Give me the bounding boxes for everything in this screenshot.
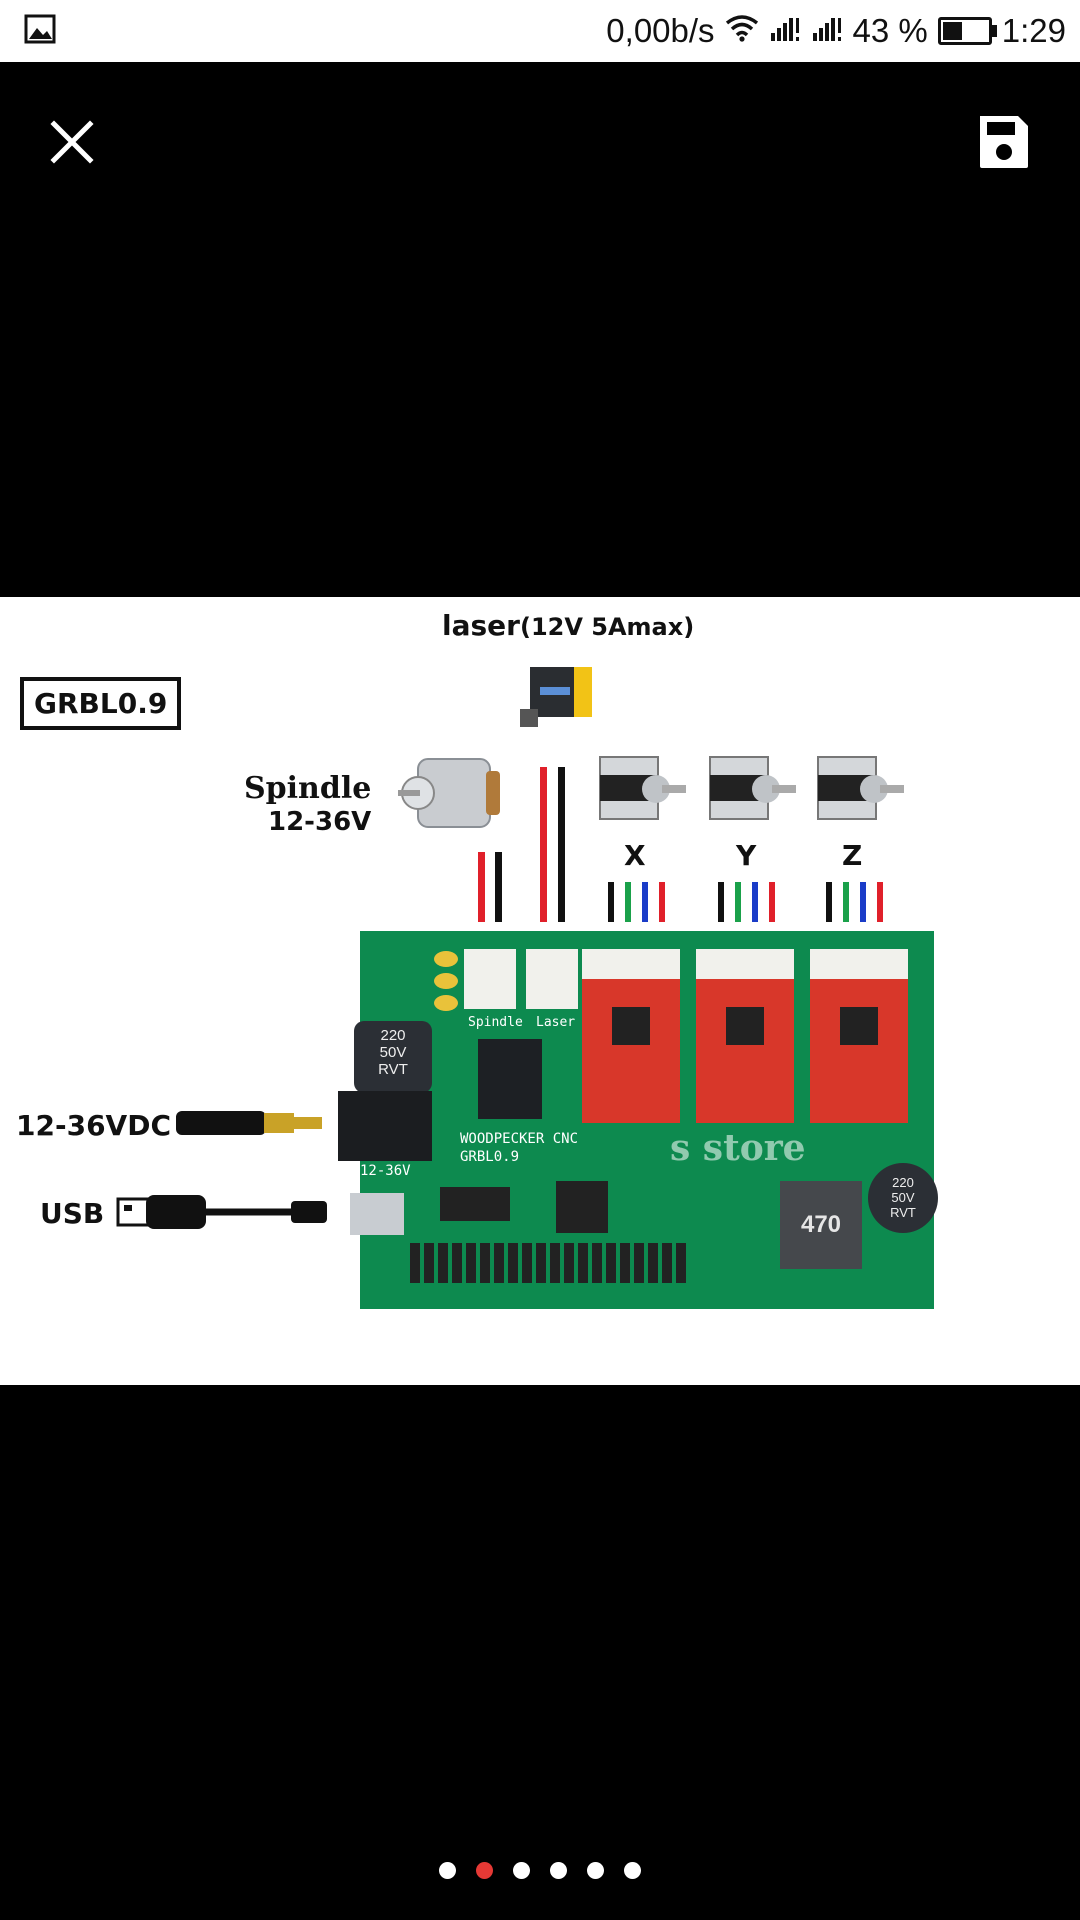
laser-connector-label: Laser (536, 1015, 576, 1030)
pager-dot[interactable] (513, 1862, 530, 1879)
inductor: 470 (780, 1181, 862, 1269)
signal-icon (811, 12, 843, 50)
wiring (478, 767, 883, 922)
battery-icon (937, 17, 997, 45)
pager-dot[interactable] (587, 1862, 604, 1879)
spindle-connector (464, 949, 516, 1009)
stepper-motor-x-image (599, 756, 686, 820)
pager-dot[interactable] (439, 1862, 456, 1879)
axis-z-label: Z (842, 839, 863, 872)
clock: 1:29 (1001, 12, 1066, 49)
board-brand: WOODPECKER CNC (460, 1131, 579, 1147)
pager-dot[interactable] (624, 1862, 641, 1879)
battery-fill (942, 22, 962, 40)
battery-percent: 43 % (852, 12, 928, 49)
save-button[interactable] (972, 110, 1036, 174)
axis-y-label: Y (736, 839, 757, 872)
viewer-toolbar (0, 62, 1080, 212)
spindle-label: Spindle (244, 771, 372, 806)
usb-port (350, 1193, 404, 1235)
wifi-icon (725, 12, 759, 50)
voltage-regulator (478, 1039, 542, 1119)
board-voltage: 12-36V (360, 1163, 411, 1179)
close-button[interactable] (40, 110, 104, 174)
laser-connector (526, 949, 578, 1009)
power-label: 12-36VDC (16, 1109, 172, 1142)
watermark: s store (670, 1127, 806, 1169)
usb-cable-image (116, 1195, 327, 1229)
network-speed: 0,00b/s (606, 12, 715, 49)
axis-x-label: X (624, 839, 646, 872)
board-version: GRBL0.9 (460, 1149, 520, 1165)
dc-power-jack (338, 1091, 432, 1161)
laser-module-image (520, 667, 592, 727)
pin-header (410, 1243, 690, 1283)
spindle-motor-image (398, 758, 500, 828)
save-icon (980, 116, 1028, 168)
signal-icon (769, 12, 801, 50)
image-pager (0, 1862, 1080, 1879)
stepper-driver-z (810, 949, 908, 1123)
stepper-motor-z-image (817, 756, 904, 820)
usb-label: USB (40, 1197, 105, 1230)
pager-dot[interactable] (476, 1862, 493, 1879)
dc-plug-image (176, 1111, 322, 1135)
spindle-connector-label: Spindle (468, 1015, 523, 1030)
image-icon (24, 14, 56, 49)
close-icon (50, 120, 94, 164)
status-bar: 0,00b/s 43 % 1:29 (0, 0, 1080, 62)
spindle-voltage: 12-36V (268, 807, 372, 837)
laser-label: laser(12V 5Amax) (442, 609, 695, 642)
product-image[interactable]: laser(12V 5Amax) GRBL0.9 Spindle 12-36V … (0, 597, 1080, 1385)
grbl-badge: GRBL0.9 (20, 677, 182, 730)
stepper-motor-y-image (709, 756, 796, 820)
stepper-driver-y (696, 949, 794, 1123)
pager-dot[interactable] (550, 1862, 567, 1879)
stepper-driver-x (582, 949, 680, 1123)
